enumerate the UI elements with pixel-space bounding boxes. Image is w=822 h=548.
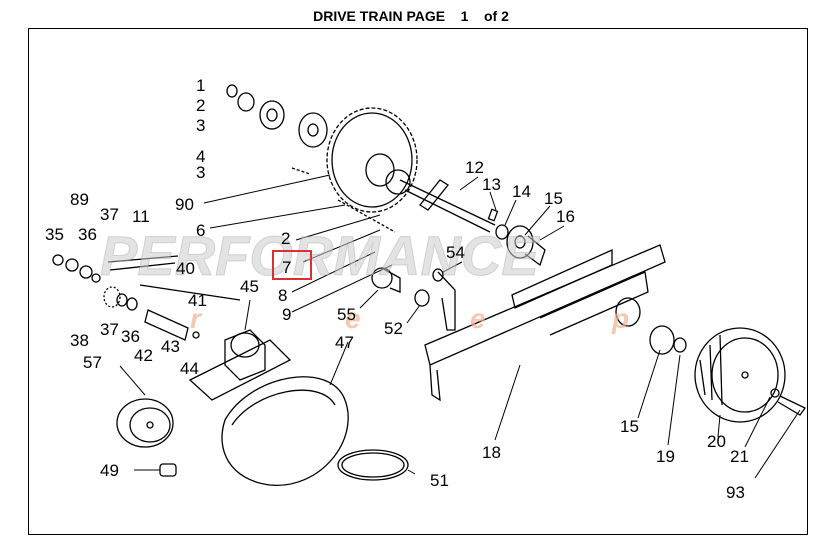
callout: 14 xyxy=(512,182,531,201)
callout: 55 xyxy=(337,305,356,324)
callout: 38 xyxy=(70,331,89,350)
callout: 13 xyxy=(482,175,501,194)
callout: 21 xyxy=(730,447,749,466)
callout: 3 xyxy=(196,163,205,182)
chain xyxy=(337,199,396,233)
callout: 90 xyxy=(175,195,194,214)
watermark-letter: r xyxy=(190,303,203,334)
callout: 57 xyxy=(83,353,102,372)
drum-20 xyxy=(694,327,786,423)
callout: 8 xyxy=(278,286,287,305)
callout: 89 xyxy=(70,190,89,209)
callout: 44 xyxy=(180,359,199,378)
watermark-letter: p xyxy=(611,303,629,334)
callout: 11 xyxy=(132,207,150,226)
bracket-45 xyxy=(188,339,292,401)
callout: 36 xyxy=(121,327,140,346)
page-title: DRIVE TRAIN PAGE 1 of 2 xyxy=(313,8,509,24)
callout: 18 xyxy=(482,443,501,462)
sleeve-49 xyxy=(159,463,177,477)
part-1-ring xyxy=(226,84,238,98)
watermark-letter: e xyxy=(345,303,361,334)
callout: 3 xyxy=(196,116,205,135)
callout: 19 xyxy=(656,447,675,466)
watermark-text: PERFORMANCE xyxy=(100,224,540,287)
callout: 35 xyxy=(45,225,64,244)
callout: 45 xyxy=(240,277,259,296)
callout: 20 xyxy=(707,432,726,451)
diagram-frame xyxy=(28,28,808,535)
callout: 4 xyxy=(196,147,205,166)
callout: 93 xyxy=(726,483,745,502)
callout: 2 xyxy=(281,229,290,248)
callout: 37 xyxy=(100,205,119,224)
sprocket xyxy=(326,107,418,213)
highlight-box xyxy=(272,250,312,280)
bearing-15 xyxy=(649,325,675,355)
part-3-bearing xyxy=(259,100,285,130)
callout: 42 xyxy=(134,346,153,365)
part-52 xyxy=(414,289,430,307)
callout: 36 xyxy=(78,225,97,244)
callout: 9 xyxy=(282,305,291,324)
cover-47 xyxy=(221,376,349,486)
callout: 6 xyxy=(196,221,205,240)
callout: 49 xyxy=(100,461,119,480)
callout: 52 xyxy=(384,319,403,338)
callout: 51 xyxy=(430,471,449,490)
callout-7: 7 xyxy=(282,258,291,277)
callout: 12 xyxy=(465,158,484,177)
watermark-letter: e xyxy=(470,303,486,334)
pulley-57 xyxy=(116,398,174,448)
callout: 15 xyxy=(544,189,563,208)
part-4-hub xyxy=(298,112,328,148)
callout: 1 xyxy=(196,76,205,95)
callout: 47 xyxy=(335,333,354,352)
part-2-ring xyxy=(237,92,255,112)
callout: 2 xyxy=(196,96,205,115)
callout: 54 xyxy=(446,243,465,262)
callout: 43 xyxy=(161,337,180,356)
shaft-12 xyxy=(399,179,496,233)
callout: 37 xyxy=(100,320,119,339)
callout: 16 xyxy=(556,207,575,226)
part-42-rod xyxy=(144,309,189,341)
callout: 15 xyxy=(620,417,639,436)
part-15-pulley xyxy=(506,225,534,259)
bolt-93 xyxy=(777,395,806,416)
callout: 41 xyxy=(188,291,207,310)
belt-51 xyxy=(337,449,409,481)
callout: 40 xyxy=(176,259,195,278)
